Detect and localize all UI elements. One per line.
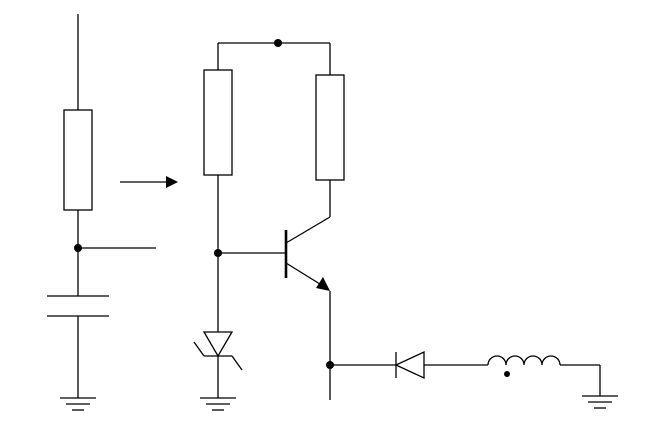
arrow-head bbox=[166, 176, 178, 188]
zener-triangle bbox=[202, 331, 234, 358]
zener-branch bbox=[193, 253, 243, 411]
ground-icon bbox=[200, 397, 236, 411]
inductor-icon bbox=[487, 355, 561, 366]
resistor-icon bbox=[63, 109, 93, 211]
schematic-strokes bbox=[47, 14, 618, 411]
left-rc-branch bbox=[47, 14, 156, 411]
output-branch bbox=[326, 291, 618, 409]
resistor-icon bbox=[315, 74, 345, 181]
npn-transistor-icon bbox=[218, 216, 331, 291]
polarity-dot bbox=[504, 371, 510, 377]
ground-icon bbox=[582, 395, 618, 409]
main-circuit bbox=[193, 39, 618, 411]
zener-diode-icon bbox=[193, 331, 243, 371]
zener-bend bbox=[231, 355, 243, 371]
ground-icon bbox=[60, 397, 96, 411]
zener-bend bbox=[193, 341, 205, 357]
junction-dot bbox=[274, 39, 282, 47]
emitter-arrow-head bbox=[316, 277, 330, 291]
flow-arrow-icon bbox=[120, 176, 178, 188]
resistor-icon bbox=[203, 69, 233, 176]
collector-lead bbox=[285, 216, 331, 244]
